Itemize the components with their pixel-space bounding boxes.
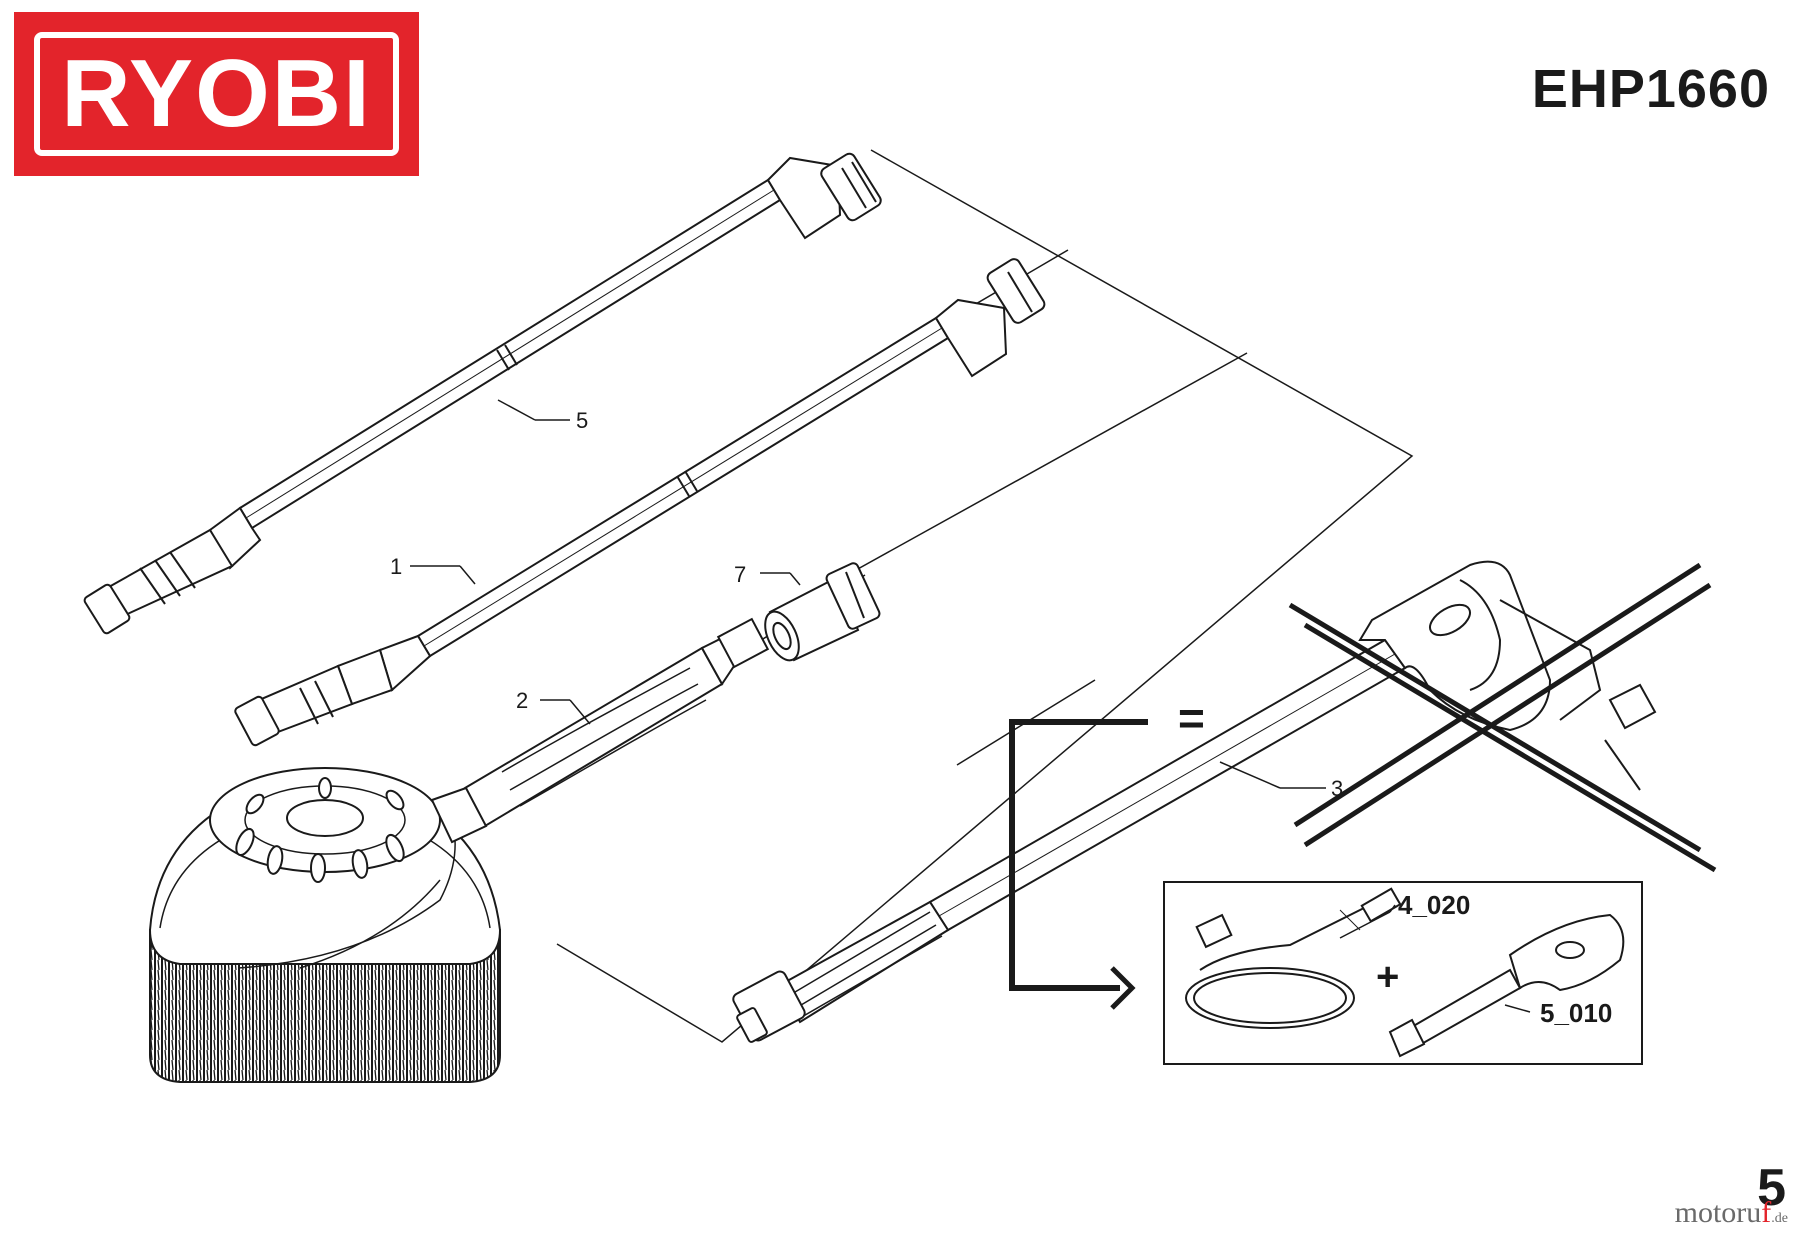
watermark-main: motoru <box>1674 1196 1762 1229</box>
watermark-tld: .de <box>1771 1211 1788 1226</box>
callout-2: 2 <box>516 688 528 713</box>
callout-1: 1 <box>390 554 402 579</box>
callout-5: 5 <box>576 408 588 433</box>
callout-4-020: 4_020 <box>1398 890 1470 920</box>
watermark: motoruf.de <box>1675 1196 1788 1230</box>
page-number: 5 <box>1757 1159 1786 1217</box>
callout-5-010: 5_010 <box>1540 998 1612 1028</box>
plus-sign: + <box>1376 955 1399 999</box>
brand-logo-text: RYOBI <box>61 40 372 147</box>
callout-7: 7 <box>734 562 746 587</box>
equals-sign: = <box>1178 692 1205 744</box>
callouts: 5 1 7 2 3 = 4_020 + 5_010 <box>390 408 1612 1028</box>
adapter-7 <box>764 562 881 662</box>
trigger-gun-crossed <box>1288 560 1717 873</box>
extension-wand-3 <box>732 638 1407 1043</box>
cross-mark-icon <box>1288 562 1717 873</box>
brand-logo: RYOBI <box>14 12 419 176</box>
brand-logo-frame: RYOBI <box>34 32 399 156</box>
replacement-arrow <box>1009 719 1148 1010</box>
model-number: EHP1660 <box>1531 59 1770 119</box>
hose-4-020 <box>1185 887 1402 1029</box>
trigger-gun-5-010 <box>1388 913 1625 1058</box>
wand-1 <box>234 258 1046 747</box>
watermark-accent: f <box>1761 1196 1772 1229</box>
rotary-brush-2 <box>148 617 770 1083</box>
wand-5 <box>83 152 882 635</box>
leader-lines <box>410 399 1531 1013</box>
callout-3: 3 <box>1331 776 1343 801</box>
